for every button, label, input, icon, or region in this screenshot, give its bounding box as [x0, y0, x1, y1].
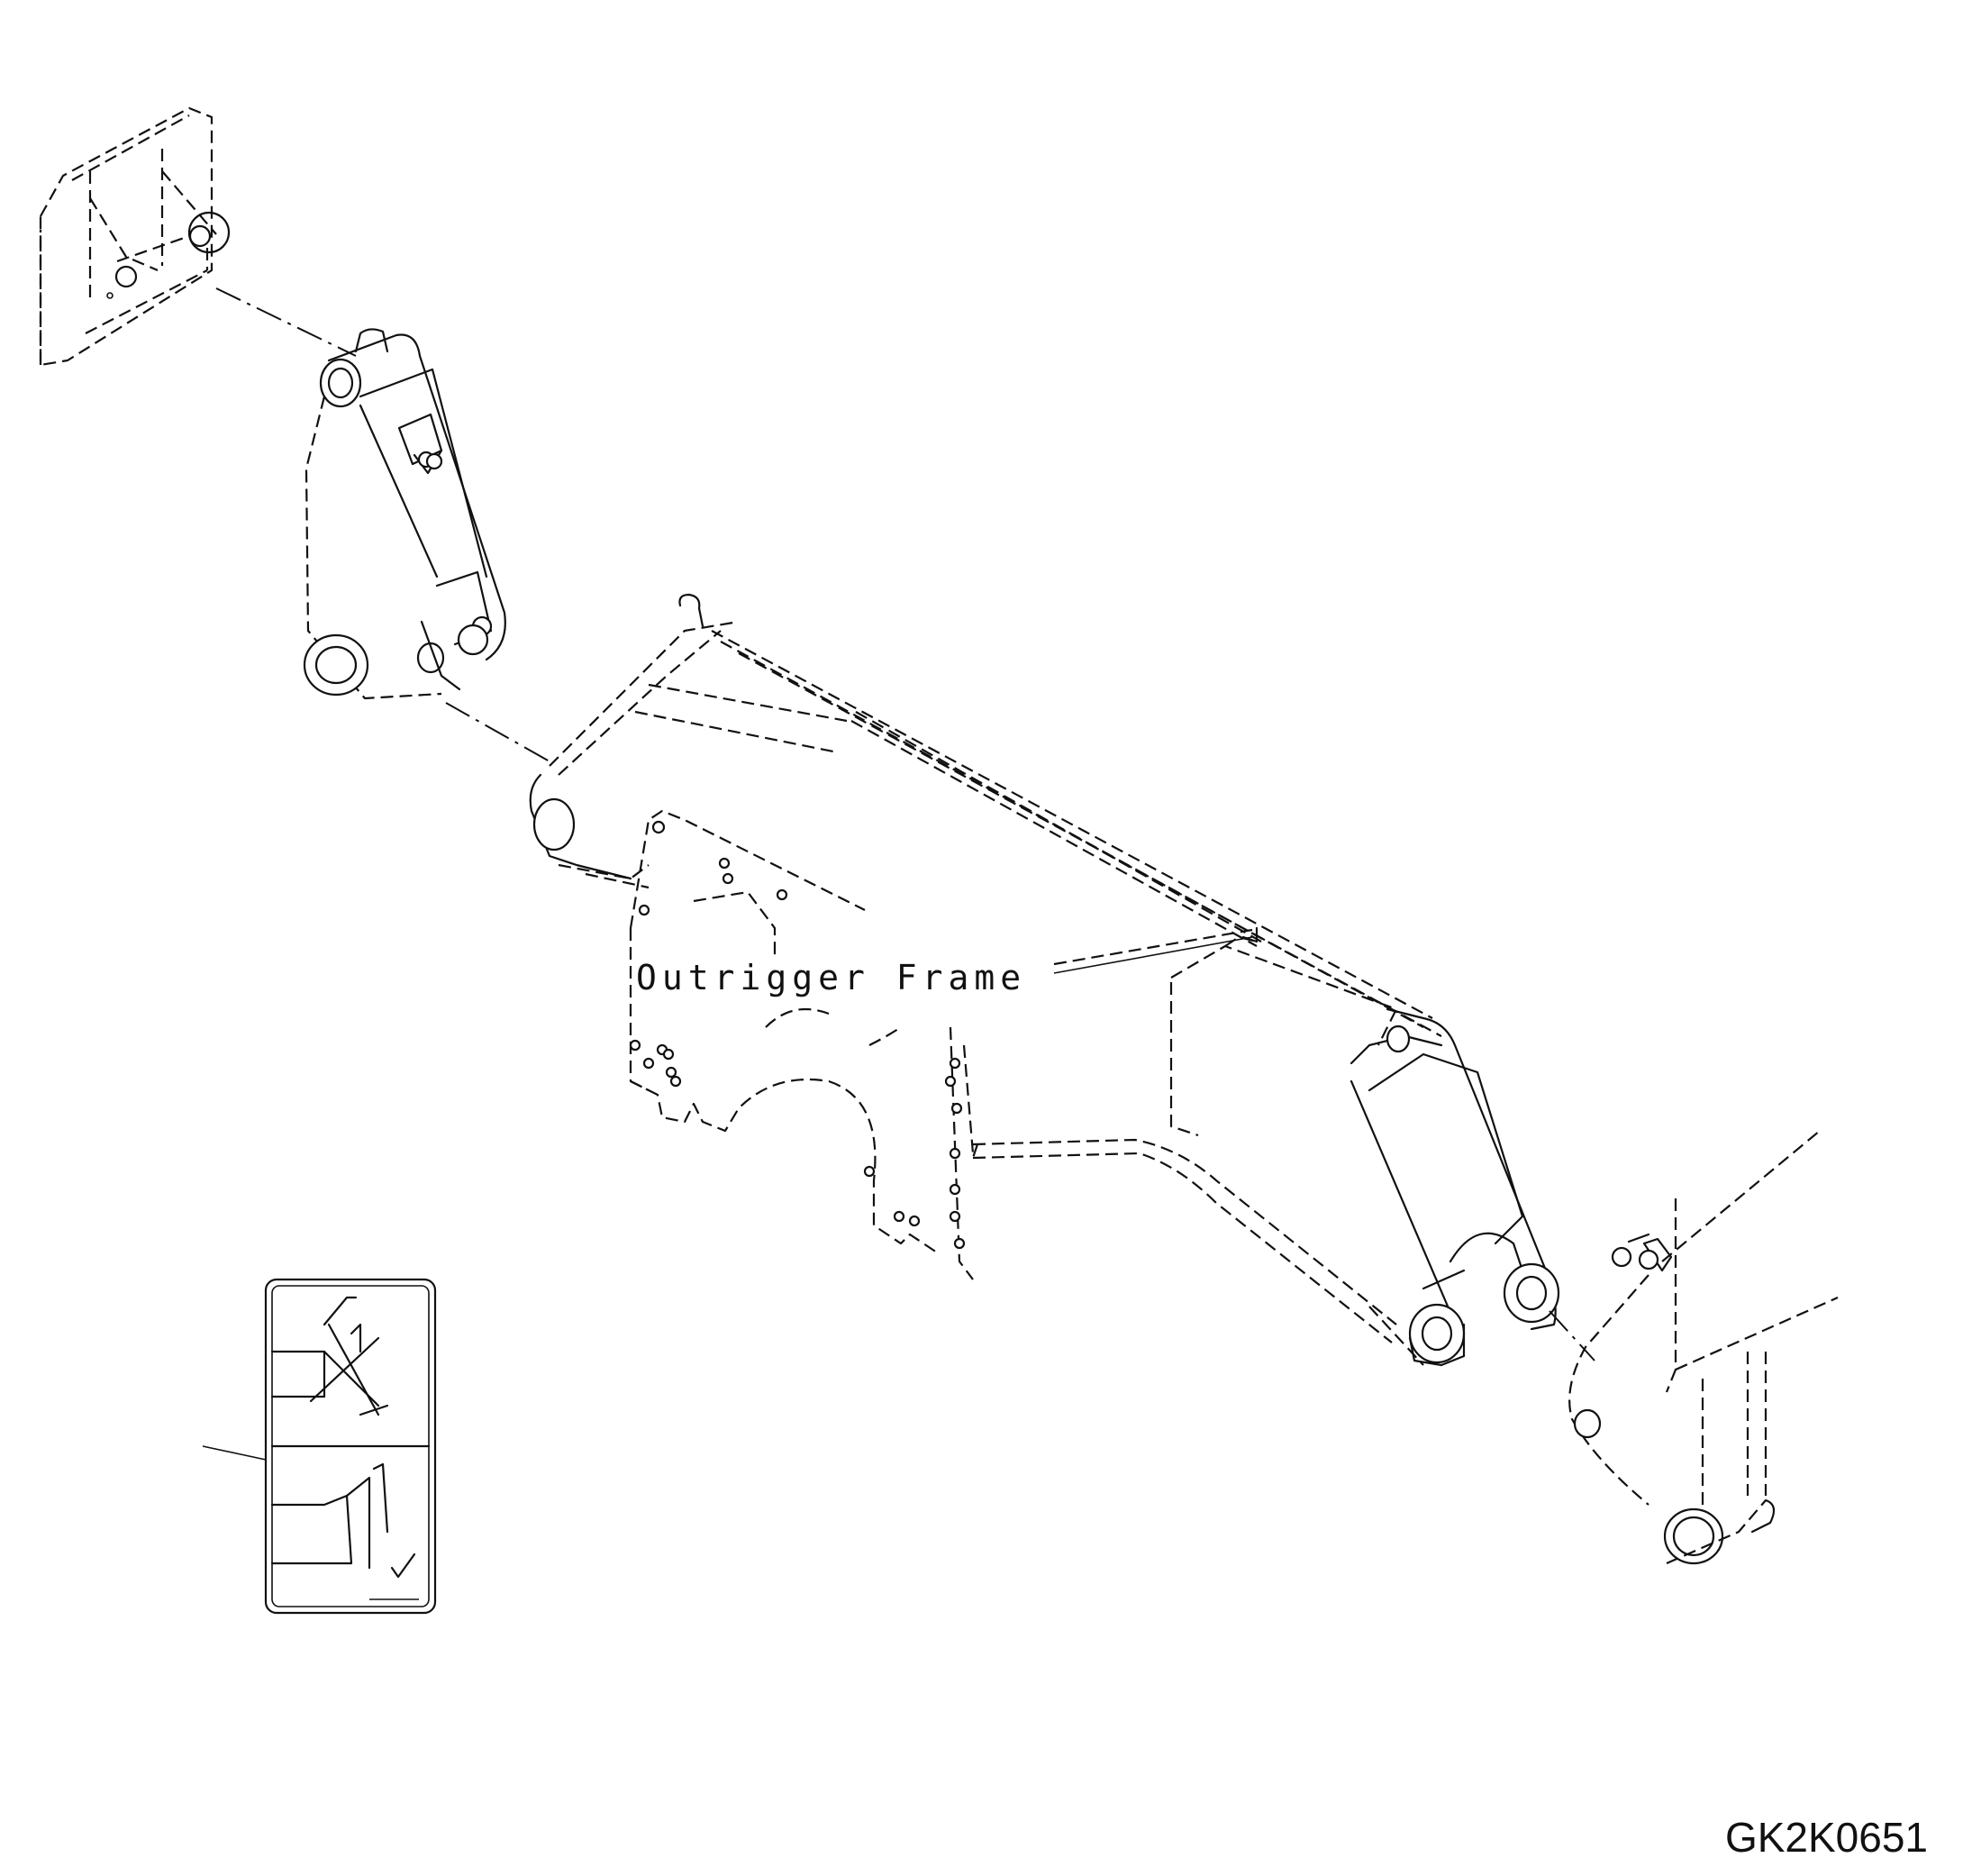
center-line — [445, 702, 550, 762]
frame-label: Outrigger Frame — [636, 928, 1253, 997]
center-line — [215, 287, 357, 357]
side-plate-upper-left — [39, 106, 231, 367]
leader-line — [202, 1445, 267, 1461]
leader-line — [1053, 936, 1253, 974]
outrigger-frame — [529, 593, 1560, 1367]
outrigger-frame-label: Outrigger Frame — [636, 958, 1026, 997]
center-line — [1549, 1310, 1595, 1361]
drawing-code: GK2K0651 — [1725, 1814, 1928, 1861]
warning-decal — [202, 1278, 437, 1615]
end-bracket-right — [1568, 1130, 1839, 1565]
link-arm — [303, 328, 506, 700]
